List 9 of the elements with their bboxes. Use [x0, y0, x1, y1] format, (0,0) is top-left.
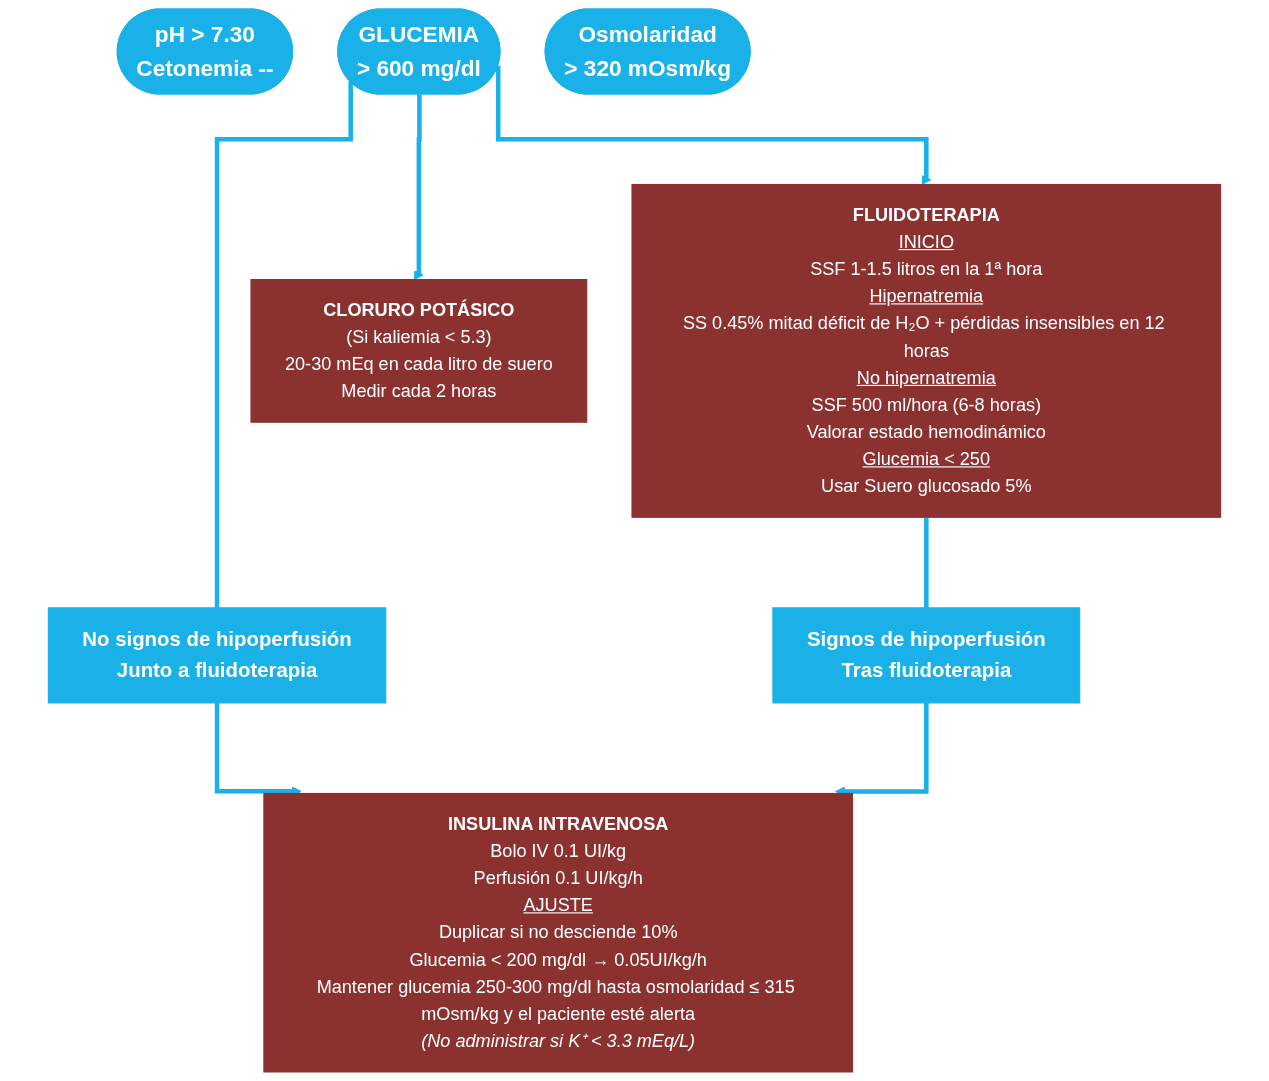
node-box: INSULINA INTRAVENOSA Bolo IV 0.1 UI/kg Perfusión 0.1 UI/kg/h AJUSTE Duplicar si no desciende 10% Glucemia < 200 mg/dl → 0.05UI/kg/h Mantener glucemia 250-300 mg/dl hasta osmolaridad ≤ 315 mOsm/kg y el paciente esté alerta (No administrar si K⁺ < 3.3 mEq/L)	[263, 792, 854, 1073]
node-box: FLUIDOTERAPIA INICIO SSF 1-1.5 litros en la 1ª hora Hipernatremia SS 0.45% mitad déficit de H₂O + pérdidas insensibles en 12 horas No hipernatremia SSF 500 ml/hora (6-8 horas) Valorar estado hemodinámico Glucemia < 250 Usar Suero glucosado 5%	[631, 183, 1222, 518]
arrow	[835, 702, 929, 797]
arrow	[413, 94, 424, 281]
arrow	[495, 65, 932, 185]
node-box: Signos de hipoperfusión Tras fluidoterapia	[772, 607, 1081, 704]
node-box: No signos de hipoperfusión Junto a fluidoterapia	[47, 607, 387, 704]
arrow	[214, 702, 302, 797]
node-box: CLORURO POTÁSICO (Si kaliemia < 5.3) 20-30 mEq en cada litro de suero Medir cada 2 horas	[250, 279, 588, 423]
